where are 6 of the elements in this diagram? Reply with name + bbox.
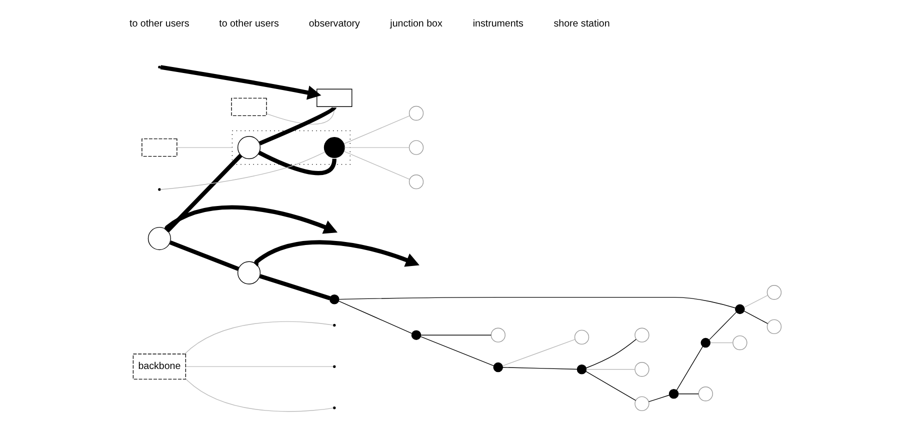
label: observatory [308,18,360,30]
label: to other users [130,18,190,30]
label: junction box [390,18,442,30]
label: instruments [472,18,524,30]
label: shore station [554,18,610,30]
label: to other users [219,18,279,30]
